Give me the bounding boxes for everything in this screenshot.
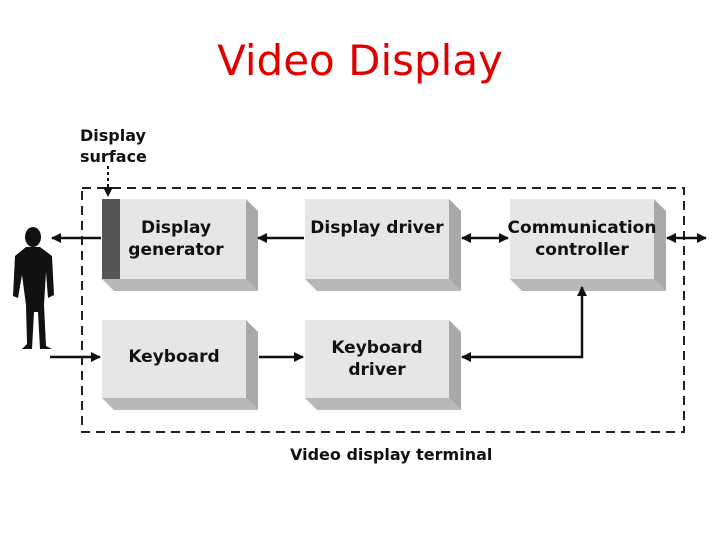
keyboard-driver-block: Keyboard driver xyxy=(305,320,461,410)
communication-controller-label-1: Communication xyxy=(508,218,657,238)
terminal-boundary xyxy=(81,187,685,433)
display-surface-strip xyxy=(102,199,120,279)
display-surface-label-1: Display xyxy=(80,126,147,145)
communication-controller-label-2: controller xyxy=(535,240,629,260)
display-driver-label: Display driver xyxy=(310,218,444,238)
display-generator-label-2: generator xyxy=(128,240,224,260)
keyboard-label: Keyboard xyxy=(128,347,219,367)
arrow-keyboard-driver-to-controller xyxy=(461,286,587,362)
keyboard-block: Keyboard xyxy=(102,320,258,410)
communication-controller-block: Communication controller xyxy=(508,199,666,291)
display-generator-block: Display generator xyxy=(102,199,258,291)
keyboard-driver-label-2: driver xyxy=(348,360,406,380)
user-person-icon xyxy=(13,227,54,349)
slide-title: Video Display xyxy=(217,36,503,85)
video-display-terminal-label: Video display terminal xyxy=(290,445,492,464)
keyboard-driver-label-1: Keyboard xyxy=(331,338,422,358)
display-generator-label-1: Display xyxy=(141,218,211,238)
display-surface-label-2: surface xyxy=(80,147,147,166)
display-driver-block: Display driver xyxy=(305,199,461,291)
